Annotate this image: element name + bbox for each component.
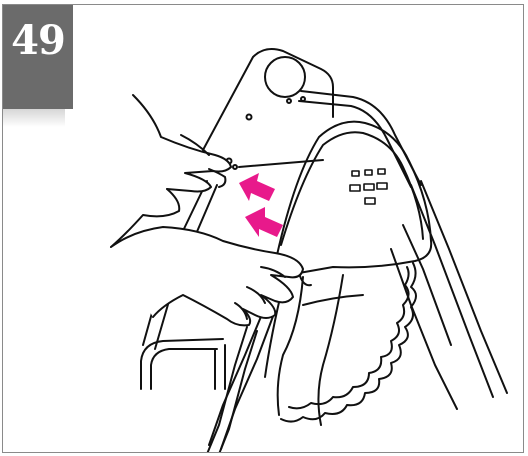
base-armrest bbox=[141, 339, 225, 389]
lower-hand bbox=[111, 227, 303, 325]
assembly-illustration bbox=[3, 5, 524, 453]
push-arrow-icon bbox=[239, 173, 283, 237]
seat-shell bbox=[277, 122, 431, 286]
rear-panel bbox=[203, 49, 333, 169]
step-badge-shadow bbox=[3, 109, 65, 127]
step-number: 49 bbox=[5, 17, 71, 65]
upper-hand bbox=[111, 95, 231, 247]
instruction-panel: 49 bbox=[2, 4, 524, 453]
shell-vent-holes bbox=[350, 169, 387, 204]
step-badge: 49 bbox=[3, 5, 73, 109]
